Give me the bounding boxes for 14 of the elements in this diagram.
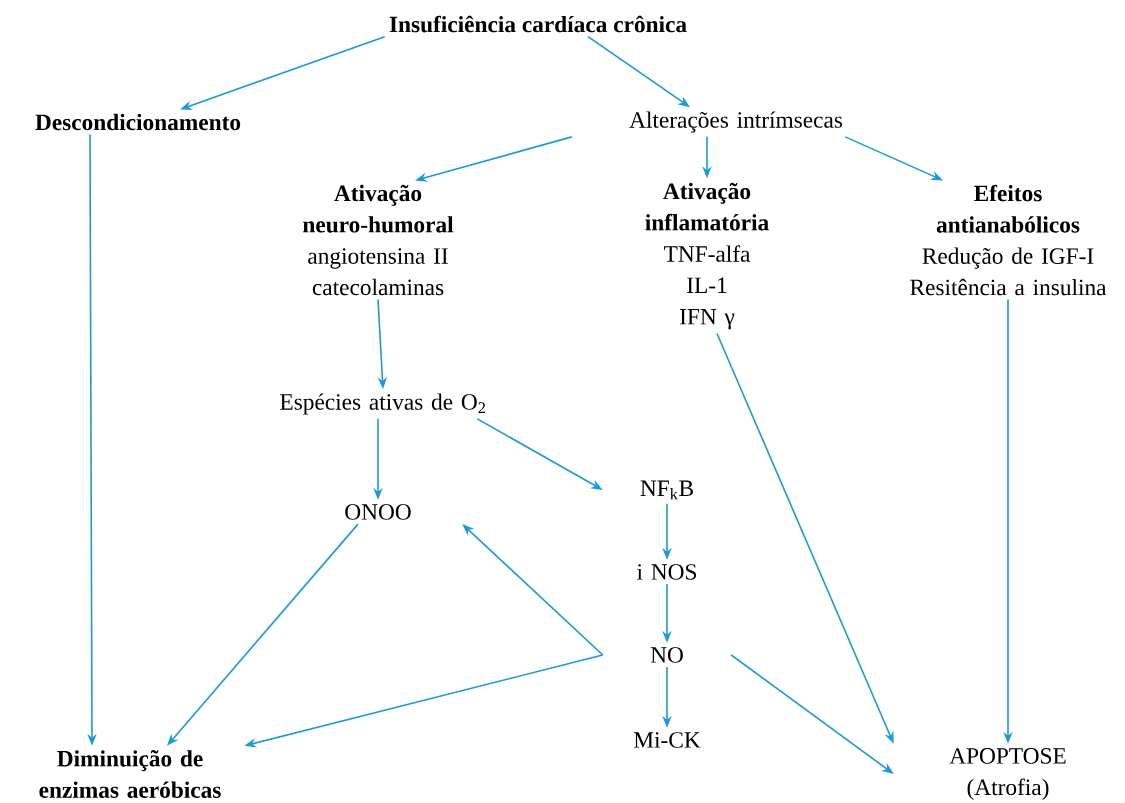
label-text: Alterações intrímsecas xyxy=(629,111,843,133)
label-text: Mi-CK xyxy=(633,732,701,748)
label-text: Efeitos antianabólicos Redução de IGF-I Resitência a insulina xyxy=(910,184,1107,296)
label-text: NO xyxy=(650,647,683,663)
label-text: Espécies ativas de O$_{2}$ xyxy=(280,393,485,415)
label-text: Diminuição de enzimas aeróbicas xyxy=(39,750,221,798)
label-text: NF$_{k}$B xyxy=(640,480,693,500)
label-text: Ativação neuro-humoral angiotensina II catecolaminas xyxy=(303,184,454,296)
label-text: Ativação inflamatória TNF-alfa IL-1 IFN γ xyxy=(645,182,769,330)
label-text: APOPTOSE (Atrofia) xyxy=(949,748,1066,800)
label-text: Insuficiência cardíaca crônica xyxy=(389,15,687,33)
label-text: Descondicionamento xyxy=(35,113,241,131)
label-text: ONOO xyxy=(345,504,411,520)
label-text: i NOS xyxy=(637,564,696,580)
